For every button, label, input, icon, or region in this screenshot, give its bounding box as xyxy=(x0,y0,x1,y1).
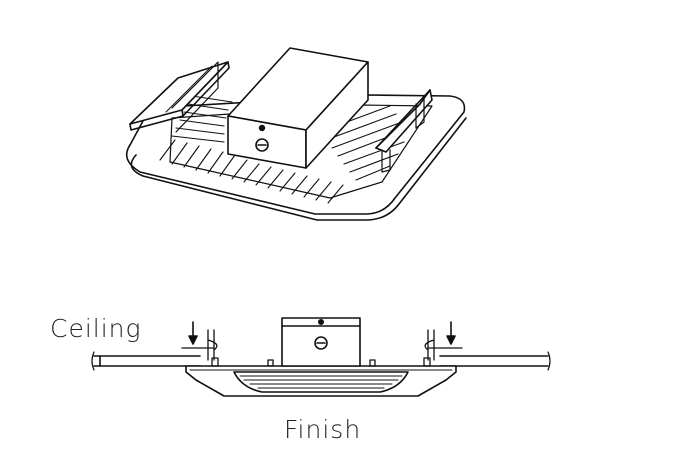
driver-box-side xyxy=(305,61,369,169)
section-lens-hatching xyxy=(239,375,403,389)
driver-box xyxy=(227,47,369,169)
louver-grid-front xyxy=(159,139,344,204)
section-housing xyxy=(185,365,457,397)
section-driver-box xyxy=(281,317,361,367)
right-mounting-bracket xyxy=(375,89,433,173)
right-press-arrow xyxy=(446,321,456,345)
housing-plate-outline xyxy=(125,94,466,215)
right-spring-clip xyxy=(369,329,463,367)
section-lens xyxy=(233,371,409,393)
fixture-isometric-view xyxy=(125,47,467,221)
left-mounting-bracket xyxy=(129,61,230,133)
louver-grid-left xyxy=(171,95,233,143)
ceiling-slab-right xyxy=(439,351,551,371)
left-press-arrow xyxy=(188,321,198,345)
left-spring-clip xyxy=(181,329,274,367)
housing-plate-rim xyxy=(130,117,467,221)
driver-box-knockout xyxy=(255,138,269,152)
ceiling-label: Ceiling xyxy=(50,314,142,343)
fixture-side-section-view xyxy=(91,317,551,397)
finish-label: Finish xyxy=(284,415,362,444)
ceiling-slab-left xyxy=(91,351,201,371)
driver-box-screw xyxy=(258,124,266,132)
